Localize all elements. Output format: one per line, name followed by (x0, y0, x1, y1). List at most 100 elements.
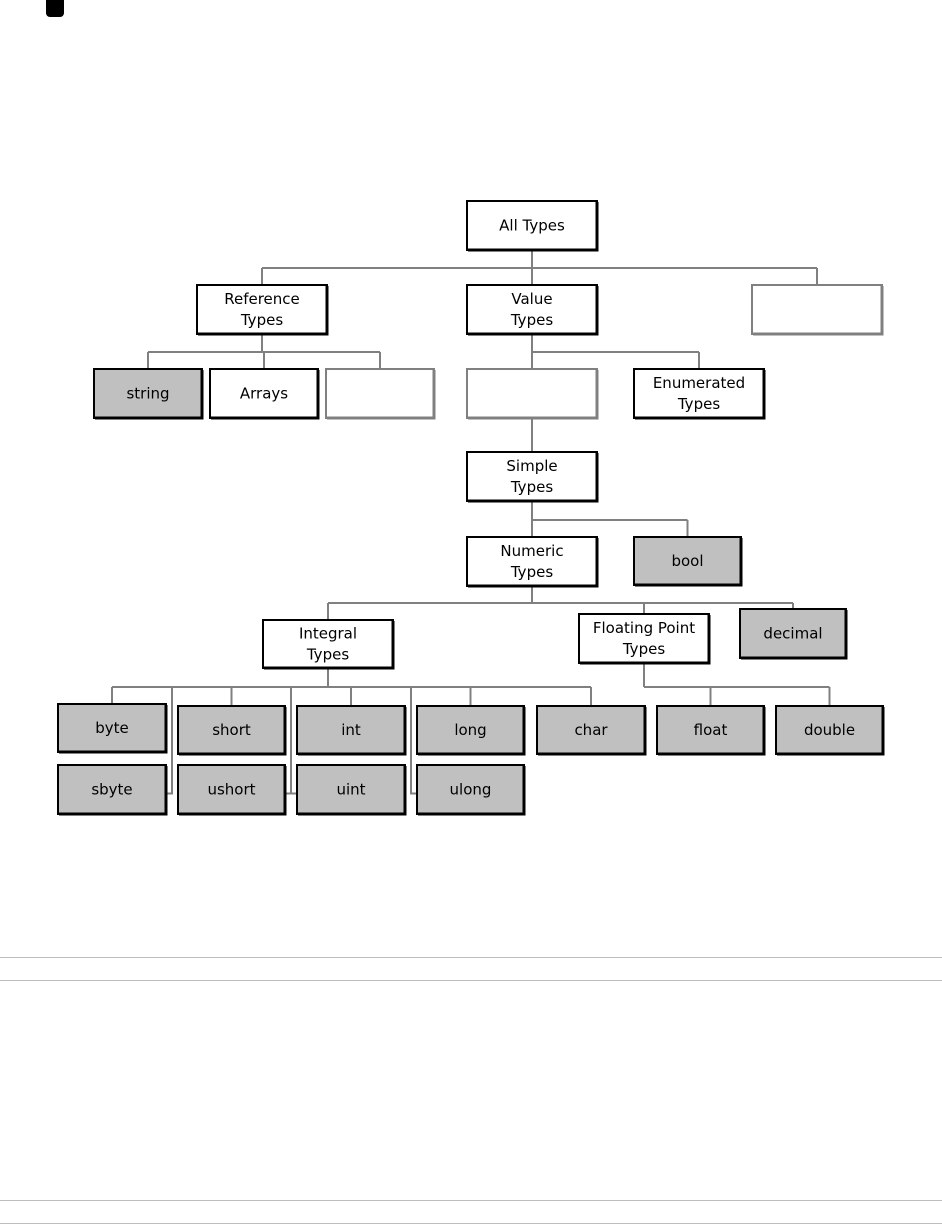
node-uint: uint (296, 764, 407, 816)
divider-bottom-2 (0, 1223, 942, 1224)
bullet-marker (46, 0, 64, 17)
node-sbyte: sbyte (57, 764, 168, 816)
node-all: All Types (466, 200, 599, 252)
node-label-ref-2: Types (240, 311, 283, 329)
node-shadow-blank1 (753, 286, 884, 336)
divider-bottom-1 (0, 1200, 942, 1201)
node-label-long: long (454, 721, 486, 739)
node-shadow-uint (298, 766, 407, 816)
node-shadow-all (468, 202, 599, 252)
node-box-blank1 (751, 284, 883, 335)
node-shadow-float (658, 707, 766, 756)
node-label-enum-2: Types (677, 395, 720, 413)
node-float: float (656, 705, 766, 756)
node-shadow-double (777, 707, 885, 756)
node-label-integral-1: Integral (299, 625, 357, 643)
node-label-arrays: Arrays (240, 385, 288, 403)
node-label-ulong: ulong (450, 781, 492, 799)
node-label-ref-1: Reference (224, 290, 300, 308)
node-box-short (177, 705, 286, 755)
node-byte: byte (57, 703, 168, 754)
node-arrays: Arrays (209, 368, 320, 420)
divider-top-2 (0, 980, 942, 981)
node-shadow-integral (264, 621, 395, 670)
divider-top-1 (0, 957, 942, 958)
node-shadow-long (418, 707, 526, 756)
node-shadow-ref (198, 286, 329, 336)
node-label-simple-2: Types (510, 478, 553, 496)
node-string: string (93, 368, 204, 420)
node-double: double (775, 705, 885, 756)
node-shadow-blank2 (327, 370, 436, 420)
node-shadow-string (95, 370, 204, 420)
node-box-arrays (209, 368, 319, 419)
node-shadow-blank3 (468, 370, 599, 420)
node-label-floating-1: Floating Point (593, 619, 695, 637)
node-ushort: ushort (177, 764, 287, 816)
node-label-all: All Types (499, 217, 565, 235)
node-label-short: short (212, 721, 251, 739)
node-label-float: float (694, 721, 728, 739)
node-blank1 (751, 284, 884, 336)
node-label-byte: byte (95, 719, 129, 737)
node-box-decimal (739, 608, 847, 659)
node-shadow-ulong (418, 766, 526, 816)
node-box-val (466, 284, 598, 335)
node-box-long (416, 705, 525, 755)
connector-integral-uint (290, 687, 297, 795)
connector-integral-ulong (410, 687, 417, 795)
node-label-int: int (341, 721, 361, 739)
node-label-sbyte: sbyte (91, 781, 132, 799)
node-shadow-int (298, 707, 407, 756)
node-label-val-1: Value (511, 290, 552, 308)
node-label-numeric-1: Numeric (500, 542, 563, 560)
node-label-simple-1: Simple (506, 457, 557, 475)
node-label-double: double (804, 721, 855, 739)
connectors (58, 250, 831, 795)
node-label-val-2: Types (510, 311, 553, 329)
node-shadow-simple (468, 453, 599, 503)
node-shadow-arrays (211, 370, 320, 420)
node-label-floating-2: Types (622, 640, 665, 658)
node-char: char (536, 705, 647, 756)
node-box-numeric (466, 536, 598, 587)
node-label-bool: bool (671, 552, 703, 570)
node-label-char: char (574, 721, 608, 739)
node-shadow-short (179, 707, 287, 756)
node-box-integral (262, 619, 394, 669)
node-shadow-enum (635, 370, 766, 420)
node-ulong: ulong (416, 764, 526, 816)
node-short: short (177, 705, 287, 756)
node-shadow-val (468, 286, 599, 336)
node-label-ushort: ushort (207, 781, 255, 799)
node-box-blank3 (466, 368, 598, 419)
node-shadow-byte (59, 705, 168, 754)
node-shadow-bool (635, 538, 743, 587)
node-label-uint: uint (336, 781, 365, 799)
node-blank2 (325, 368, 436, 420)
node-decimal: decimal (739, 608, 848, 660)
node-box-blank2 (325, 368, 435, 419)
node-shadow-decimal (741, 610, 848, 660)
node-long: long (416, 705, 526, 756)
node-label-decimal: decimal (763, 625, 822, 643)
node-int: int (296, 705, 407, 756)
node-shadow-floating (580, 615, 711, 665)
node-shadow-ushort (179, 766, 287, 816)
node-bool: bool (633, 536, 743, 587)
node-label-enum-1: Enumerated (653, 374, 745, 392)
node-label-integral-2: Types (306, 646, 349, 664)
node-shadow-sbyte (59, 766, 168, 816)
node-blank3 (466, 368, 599, 420)
node-label-numeric-2: Types (510, 563, 553, 581)
node-shadow-numeric (468, 538, 599, 588)
